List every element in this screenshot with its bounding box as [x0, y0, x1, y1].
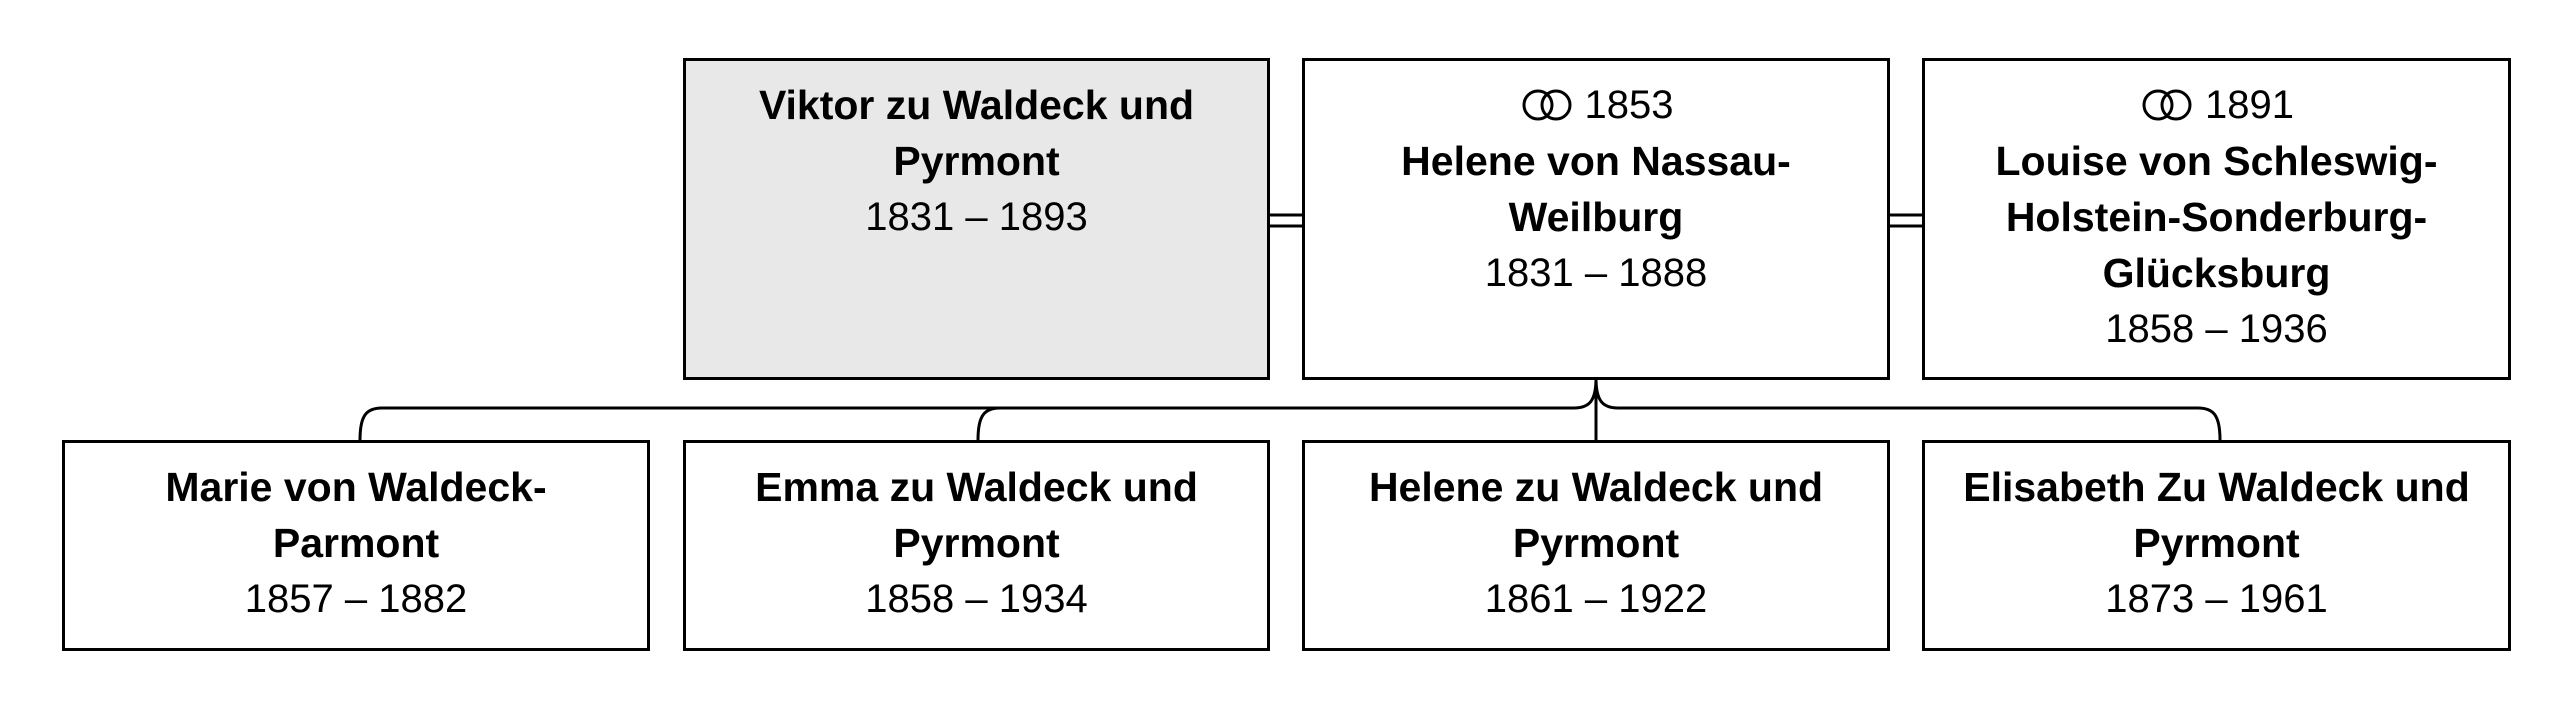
child-box-elisabeth[interactable]: Elisabeth Zu Waldeck und Pyrmont 1873 – …	[1922, 440, 2511, 651]
person-dates: 1831 – 1893	[865, 195, 1088, 239]
spouse-box-louise[interactable]: 1891 Louise von Schleswig-Holstein-Sonde…	[1922, 58, 2511, 380]
child-dates: 1858 – 1934	[865, 577, 1088, 621]
child-box-marie[interactable]: Marie von Waldeck-Parmont 1857 – 1882	[62, 440, 650, 651]
interlocking-rings-icon	[1522, 89, 1571, 121]
marriage-info: 1853	[1519, 77, 1674, 133]
spouse-dates: 1858 – 1936	[2105, 307, 2328, 351]
child-dates: 1857 – 1882	[244, 577, 468, 621]
spouse-name: Louise von Schleswig-Holstein-Sonderburg…	[1995, 138, 2438, 296]
child-dates: 1873 – 1961	[2105, 577, 2328, 621]
child-dates: 1861 – 1922	[1484, 577, 1708, 621]
marriage-year: 1891	[2205, 83, 2294, 127]
spouse-dates: 1831 – 1888	[1484, 251, 1708, 295]
marriage-year: 1853	[1584, 83, 1674, 127]
child-name: Emma zu Waldeck und Pyrmont	[755, 464, 1198, 566]
marriage-info: 1891	[2139, 77, 2294, 133]
person-name: Viktor zu Waldeck und Pyrmont	[758, 82, 1195, 184]
child-box-emma[interactable]: Emma zu Waldeck und Pyrmont 1858 – 1934	[683, 440, 1270, 651]
child-name: Marie von Waldeck-Parmont	[165, 464, 547, 566]
child-name: Elisabeth Zu Waldeck und Pyrmont	[1963, 464, 2470, 566]
interlocking-rings-icon	[2142, 89, 2192, 121]
spouse-box-helene[interactable]: 1853 Helene von Nassau-Weilburg 1831 – 1…	[1302, 58, 1890, 380]
person-box-viktor[interactable]: Viktor zu Waldeck und Pyrmont 1831 – 189…	[683, 58, 1270, 380]
spouse-name: Helene von Nassau-Weilburg	[1401, 138, 1791, 240]
child-name: Helene zu Waldeck und Pyrmont	[1368, 464, 1824, 566]
child-box-helene[interactable]: Helene zu Waldeck und Pyrmont 1861 – 192…	[1302, 440, 1890, 651]
